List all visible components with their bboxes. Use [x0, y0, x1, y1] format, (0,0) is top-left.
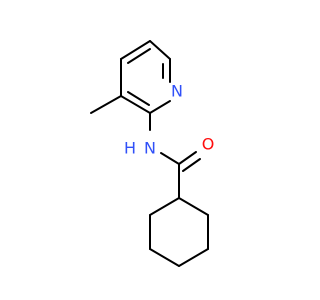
- atom-label-amide-n: N: [144, 139, 156, 158]
- atom-label-carbonyl-o: O: [202, 135, 215, 154]
- bond-cyclohexane-4: [178, 248, 209, 267]
- bond-cyclohexane-6: [178, 197, 209, 216]
- bond-carbonyl-double-inner: [182, 158, 201, 172]
- bond-ring-c3-n1: [149, 100, 171, 114]
- bond-ring-inner-c6-c5: [127, 48, 151, 64]
- bond-methyl: [90, 95, 122, 114]
- chemical-structure-diagram: N N H O: [90, 40, 215, 267]
- bond-cyclohexane-1: [149, 197, 180, 216]
- bond-carbonyl-double-outer: [178, 151, 197, 165]
- bond-ring-c6-c5: [120, 40, 151, 60]
- bond-ring-c2-c6: [149, 40, 171, 60]
- pyridine-ring: [120, 40, 171, 114]
- atom-label-pyridine-n: N: [171, 82, 183, 101]
- bond-ring-c4-c3: [120, 95, 151, 114]
- bond-cyclohexane-3: [149, 248, 180, 267]
- bond-ring-inner-c4-c3: [127, 91, 150, 106]
- atom-label-amide-h: H: [124, 139, 136, 158]
- bond-amide-n-to-carbonyl-c: [160, 152, 180, 165]
- cyclohexane-ring: [149, 197, 209, 267]
